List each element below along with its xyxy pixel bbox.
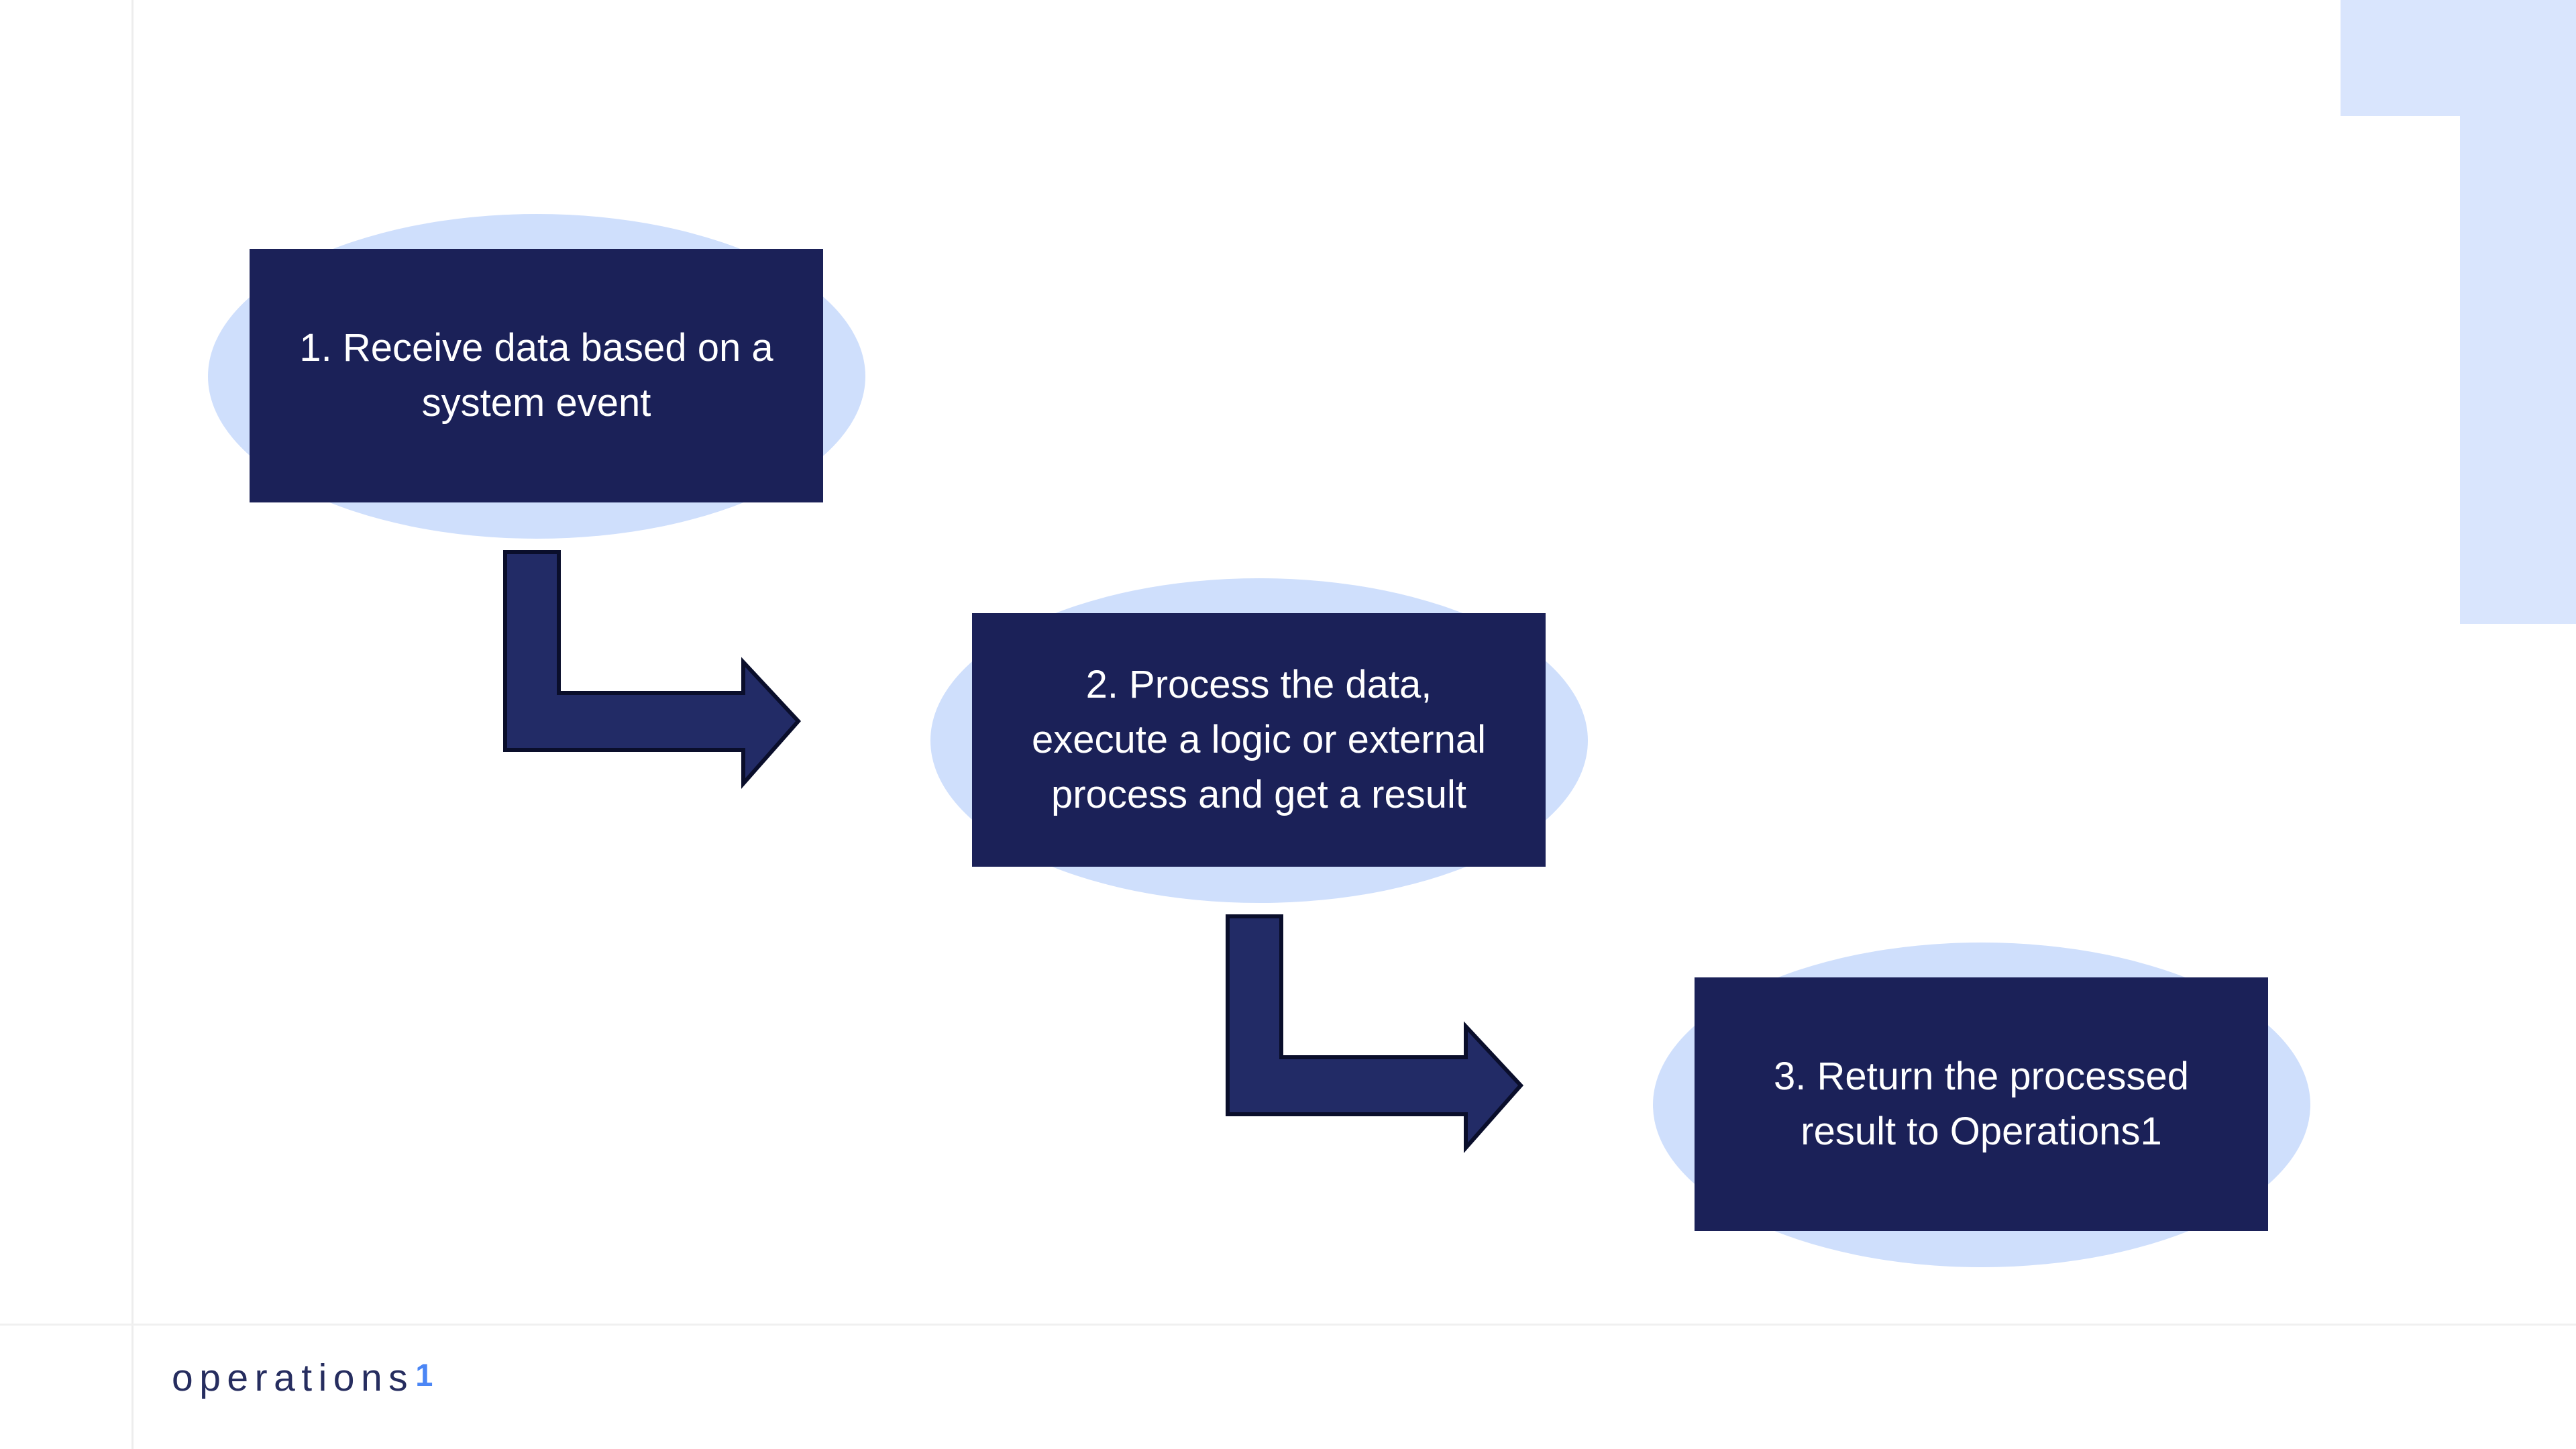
step-3-text-line: 3. Return the processed xyxy=(1773,1055,2190,1098)
step-2-text-line: execute a logic or external xyxy=(1031,718,1487,761)
elbow-arrow-1-icon xyxy=(503,550,802,789)
step-2-text-line: 2. Process the data, xyxy=(1085,663,1432,706)
footer-divider-line xyxy=(0,1324,2576,1326)
elbow-arrow-2-icon xyxy=(1226,914,1524,1153)
step-1-text-line: 1. Receive data based on a xyxy=(299,326,773,370)
step-box-1: 1. Receive data based on a system event xyxy=(250,249,823,502)
logo-word: operations xyxy=(172,1356,415,1399)
left-margin-line xyxy=(131,0,133,1449)
step-1-text-line: system event xyxy=(421,381,651,425)
step-box-3: 3. Return the processed result to Operat… xyxy=(1695,977,2268,1231)
corner-accent-column xyxy=(2460,0,2576,624)
logo-superscript-one: 1 xyxy=(415,1357,433,1393)
step-3-text-line: result to Operations1 xyxy=(1801,1110,2162,1153)
operations1-logo: operations 1 xyxy=(172,1359,433,1397)
step-2-text-line: process and get a result xyxy=(1051,773,1467,816)
step-box-2: 2. Process the data, execute a logic or … xyxy=(972,613,1546,867)
